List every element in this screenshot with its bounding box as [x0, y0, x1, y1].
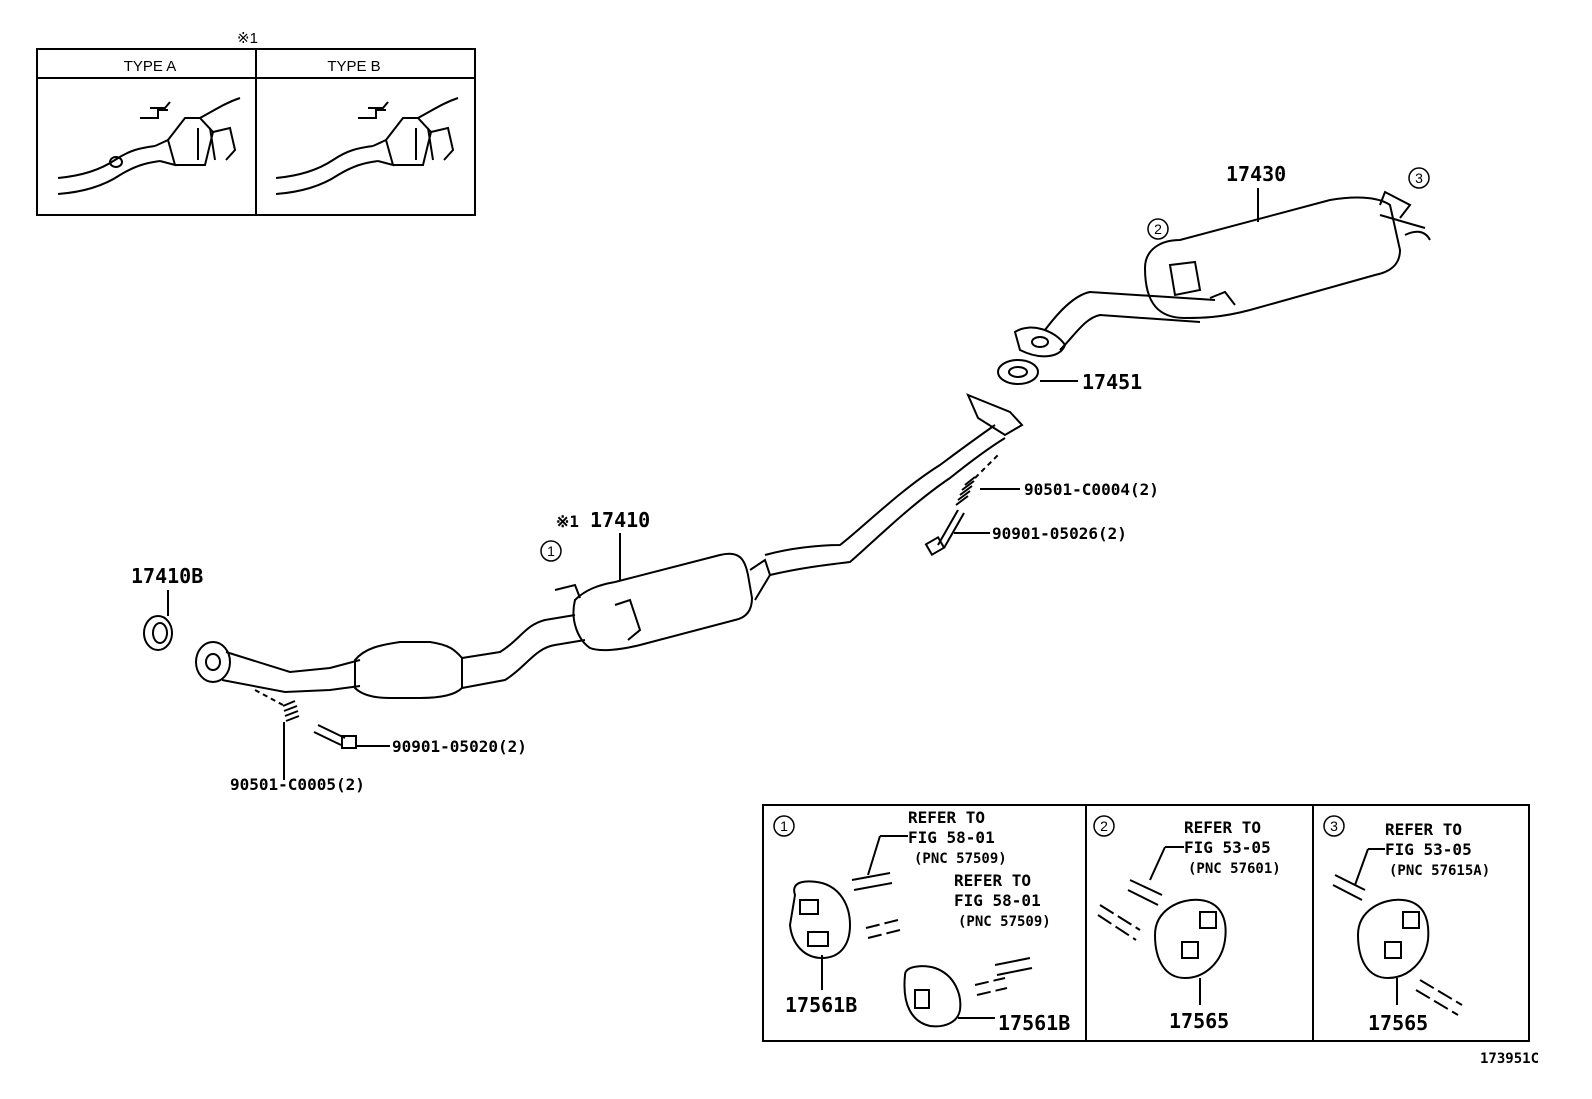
hanger-17565-a	[1153, 898, 1227, 980]
detail-1-ref-a-line2: FIG 58-01	[908, 828, 995, 847]
part-label-17410b: 17410B	[131, 564, 203, 588]
main-catalytic-converter	[572, 552, 754, 652]
gasket-17410b	[143, 615, 173, 651]
fasteners	[143, 454, 999, 749]
front-flange	[195, 641, 231, 683]
callout-1: 1	[547, 543, 555, 559]
type-table-note-mark: ※1	[237, 30, 258, 47]
detail-3-ref-line2: FIG 53-05	[1385, 840, 1472, 859]
part-label-17410-note: ※1	[556, 512, 579, 531]
mid-flange	[966, 393, 1024, 437]
spring-90501-c0005	[282, 700, 300, 722]
detail-1-part-a: 17561B	[785, 993, 857, 1017]
callout-3: 3	[1415, 170, 1423, 186]
exhaust-pipes	[195, 190, 1431, 699]
detail-3-ref-line3: (PNC 57615A)	[1389, 863, 1490, 879]
part-label-90501-c0004: 90501-C0004(2)	[1024, 480, 1159, 499]
type-table: ※1 TYPE A TYPE B	[36, 30, 476, 216]
detail-3-part: 17565	[1368, 1011, 1428, 1035]
detail-2-ref-line3: (PNC 57601)	[1188, 861, 1281, 877]
part-label-17410: 17410	[590, 508, 650, 532]
leader-lines	[167, 188, 1259, 780]
front-catalytic-converter	[354, 641, 463, 699]
part-labels: 17430 17451 ※1 17410 17410B 90501-C0004(…	[131, 162, 1286, 794]
figure-id: 173951C	[1480, 1051, 1539, 1067]
detail-1-ref-a-line1: REFER TO	[908, 808, 985, 827]
detail-2-ref-line2: FIG 53-05	[1184, 838, 1271, 857]
part-label-90901-05020: 90901-05020(2)	[392, 737, 527, 756]
type-a-illustration	[57, 97, 241, 195]
detail-1-ref-b-line2: FIG 58-01	[954, 891, 1041, 910]
spring-90501-c0004	[955, 476, 976, 506]
type-b-illustration	[275, 97, 459, 195]
part-label-17430: 17430	[1226, 162, 1286, 186]
part-label-90501-c0005: 90501-C0005(2)	[230, 775, 365, 794]
detail-1-part-b: 17561B	[998, 1011, 1070, 1035]
detail-1-callout: 1	[780, 818, 788, 834]
hanger-17561b-b	[903, 965, 962, 1028]
main-callouts: 1 2 3	[540, 167, 1430, 562]
detail-1-ref-b-line1: REFER TO	[954, 871, 1031, 890]
detail-3-ref-line1: REFER TO	[1385, 820, 1462, 839]
detail-1-ref-a-line3: (PNC 57509)	[914, 851, 1007, 867]
hanger-17565-b	[1356, 898, 1430, 980]
detail-1: 1 REFER TO FIG 58-01 (PNC 57509) REFER T…	[773, 808, 1070, 1035]
bolt-90901-05026	[937, 509, 965, 549]
detail-3-callout: 3	[1330, 818, 1338, 834]
muffler-17430	[1143, 196, 1402, 320]
detail-2: 2 REFER TO FIG 53-05 (PNC 57601) 17565	[1093, 815, 1281, 1033]
detail-box: 1 REFER TO FIG 58-01 (PNC 57509) REFER T…	[762, 804, 1530, 1042]
gasket-17451	[997, 359, 1039, 385]
bolt-90901-05020	[313, 724, 346, 746]
detail-2-part: 17565	[1169, 1009, 1229, 1033]
detail-2-callout: 2	[1100, 818, 1108, 834]
type-b-header: TYPE B	[327, 58, 380, 75]
callout-2: 2	[1154, 221, 1162, 237]
type-a-header: TYPE A	[124, 58, 177, 75]
detail-2-ref-line1: REFER TO	[1184, 818, 1261, 837]
detail-1-ref-b-line3: (PNC 57509)	[958, 914, 1051, 930]
part-label-17451: 17451	[1082, 370, 1142, 394]
part-label-90901-05026: 90901-05026(2)	[992, 524, 1127, 543]
hanger-17561b-a	[788, 880, 852, 960]
detail-3: 3 REFER TO FIG 53-05 (PNC 57615A) 17565	[1323, 815, 1490, 1035]
